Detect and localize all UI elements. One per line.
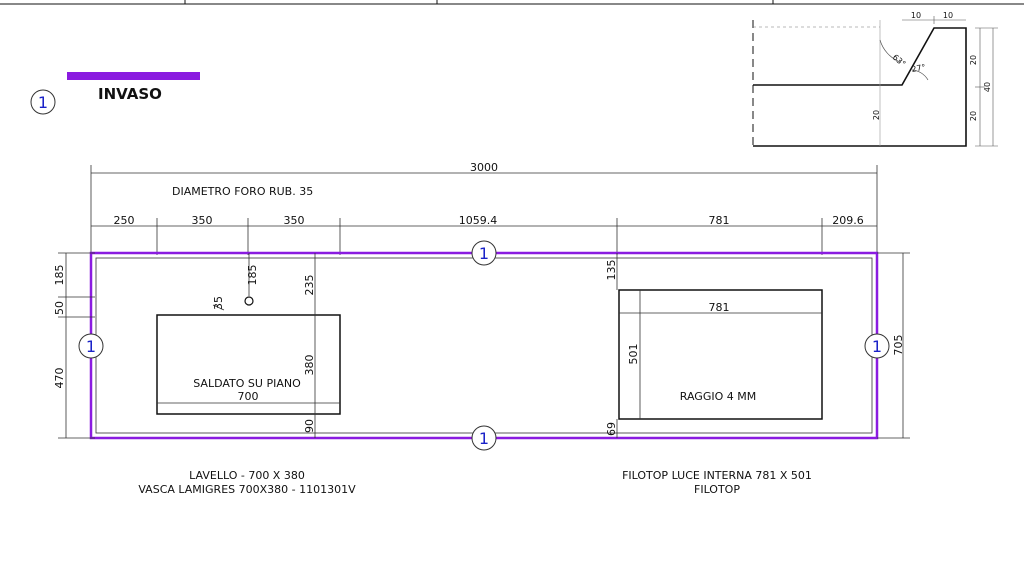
edge-badge-left: 1 — [78, 333, 104, 359]
svg-text:1: 1 — [86, 337, 96, 356]
profile-angle-27: 27° — [911, 63, 927, 74]
sink-dimension-lines — [157, 253, 340, 438]
edge-badge-top: 1 — [471, 240, 497, 266]
dim-faucet-185: 185 — [246, 265, 259, 286]
hob-caption-line1: FILOTOP LUCE INTERNA 781 X 501 — [622, 469, 812, 482]
dim-left-185: 185 — [53, 265, 66, 286]
svg-text:1: 1 — [479, 244, 489, 263]
svg-text:1: 1 — [479, 429, 489, 448]
edge-profile-detail — [752, 16, 998, 148]
dim-right-705: 705 — [892, 335, 905, 356]
edge-badge-right: 1 — [864, 333, 890, 359]
profile-dim-10-left: 10 — [911, 11, 921, 20]
dim-sink-90: 90 — [303, 419, 316, 433]
legend-badge-number: 1 — [38, 93, 48, 112]
sink-cutout — [156, 314, 341, 415]
profile-angle-63: 63° — [891, 53, 908, 69]
sink-label: SALDATO SU PIANO — [193, 377, 301, 390]
hob-label: RAGGIO 4 MM — [680, 390, 756, 403]
dim-total-width: 3000 — [470, 161, 498, 174]
legend-color-bar — [67, 72, 200, 80]
profile-dim-20-inner: 20 — [872, 110, 881, 120]
edge-badge-bottom: 1 — [471, 425, 497, 451]
legend: 1 INVASO — [30, 72, 200, 115]
legend-title: INVASO — [98, 85, 162, 103]
header-table — [0, 0, 1024, 5]
profile-dim-10-right: 10 — [943, 11, 953, 20]
top-dimension-lines — [90, 165, 878, 255]
dim-seg-781: 781 — [709, 214, 730, 227]
dim-sink-235: 235 — [303, 275, 316, 296]
hob-caption-line2: FILOTOP — [694, 483, 740, 496]
legend-badge — [30, 89, 56, 115]
faucet-hole — [244, 296, 254, 306]
profile-dim-20-bottom: 20 — [969, 111, 978, 121]
dim-seg-350-b: 350 — [284, 214, 305, 227]
dim-sink-380: 380 — [303, 355, 316, 376]
dim-sink-700: 700 — [238, 390, 259, 403]
dim-seg-209: 209.6 — [832, 214, 864, 227]
dim-left-470: 470 — [53, 368, 66, 389]
dim-hob-69: 69 — [605, 422, 618, 436]
sink-caption-line1: LAVELLO - 700 X 380 — [189, 469, 305, 482]
dim-faucet-35: 35 — [212, 296, 225, 310]
dim-seg-250: 250 — [114, 214, 135, 227]
countertop-inner — [95, 257, 873, 434]
dim-left-50: 50 — [53, 301, 66, 315]
hob-dimension-lines — [616, 253, 822, 438]
countertop-outline — [89, 251, 879, 440]
profile-dim-20-top: 20 — [969, 55, 978, 65]
svg-text:1: 1 — [872, 337, 882, 356]
faucet-hole-note: DIAMETRO FORO RUB. 35 — [172, 185, 313, 198]
hob-cutout — [618, 289, 823, 420]
profile-dim-40: 40 — [983, 82, 992, 92]
dim-seg-350-a: 350 — [192, 214, 213, 227]
dim-hob-781: 781 — [709, 301, 730, 314]
dim-hob-135: 135 — [605, 260, 618, 281]
sink-caption-line2: VASCA LAMIGRES 700X380 - 1101301V — [138, 483, 356, 496]
dim-hob-501: 501 — [627, 344, 640, 365]
dim-seg-1059: 1059.4 — [459, 214, 498, 227]
left-dimension-lines — [58, 252, 910, 439]
